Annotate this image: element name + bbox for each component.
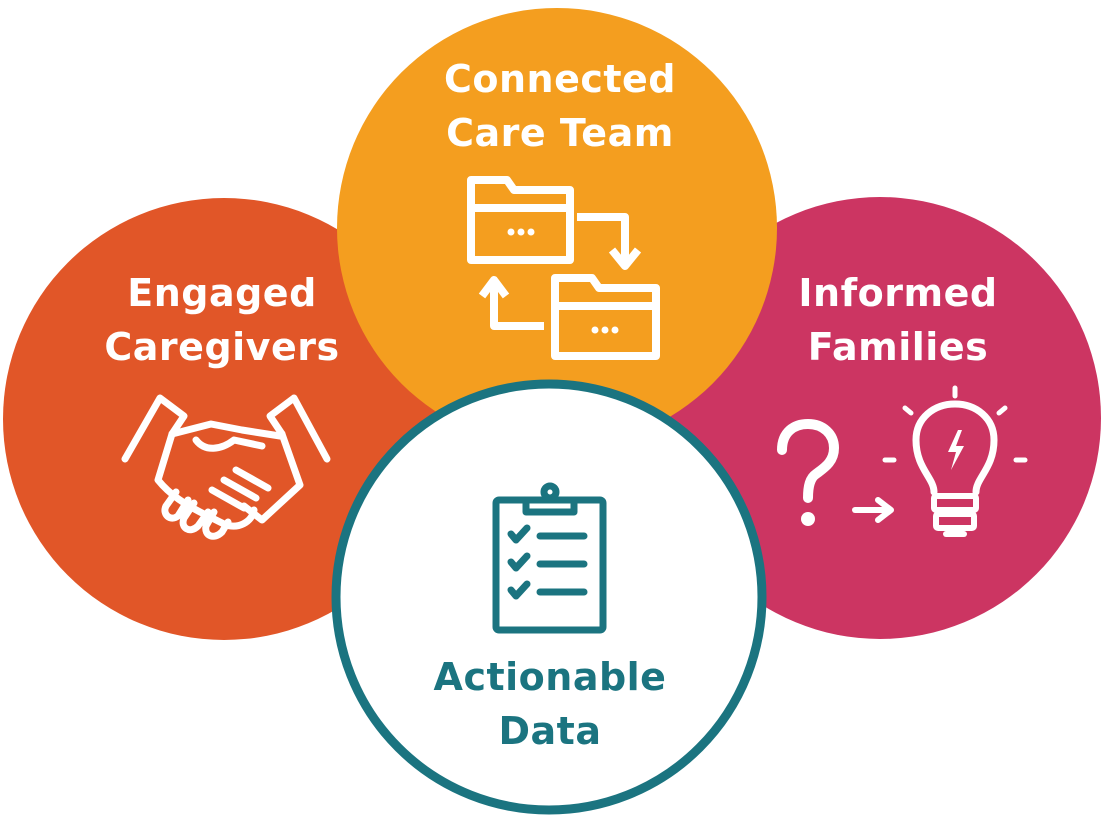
handshake-icon xyxy=(121,394,331,540)
actionable-data-circle xyxy=(331,379,767,815)
lightbulb-bolt xyxy=(801,430,964,526)
informed-families-circle xyxy=(659,197,1101,639)
folder-exchange-icon xyxy=(467,176,660,360)
informed-line-2: Families xyxy=(807,325,989,369)
engaged-line-1: Engaged xyxy=(127,271,317,315)
connected-line-2: Care Team xyxy=(446,111,674,155)
actionable-line-2: Data xyxy=(498,709,602,753)
connected-care-team-circle xyxy=(337,8,777,448)
informed-line-1: Informed xyxy=(798,271,998,315)
connected-care-team-label: Connected Care Team xyxy=(430,52,690,160)
engaged-caregivers-circle xyxy=(3,198,445,640)
engaged-caregivers-label: Engaged Caregivers xyxy=(96,266,348,374)
connected-line-1: Connected xyxy=(443,57,677,101)
clipboard-checklist-icon xyxy=(492,482,607,634)
informed-families-label: Informed Families xyxy=(778,266,1018,374)
engaged-line-2: Caregivers xyxy=(104,325,340,369)
actionable-data-label: Actionable Data xyxy=(420,650,680,758)
actionable-line-1: Actionable xyxy=(433,655,667,699)
question-to-lightbulb-icon xyxy=(777,385,1028,537)
folder-dots xyxy=(507,228,619,334)
